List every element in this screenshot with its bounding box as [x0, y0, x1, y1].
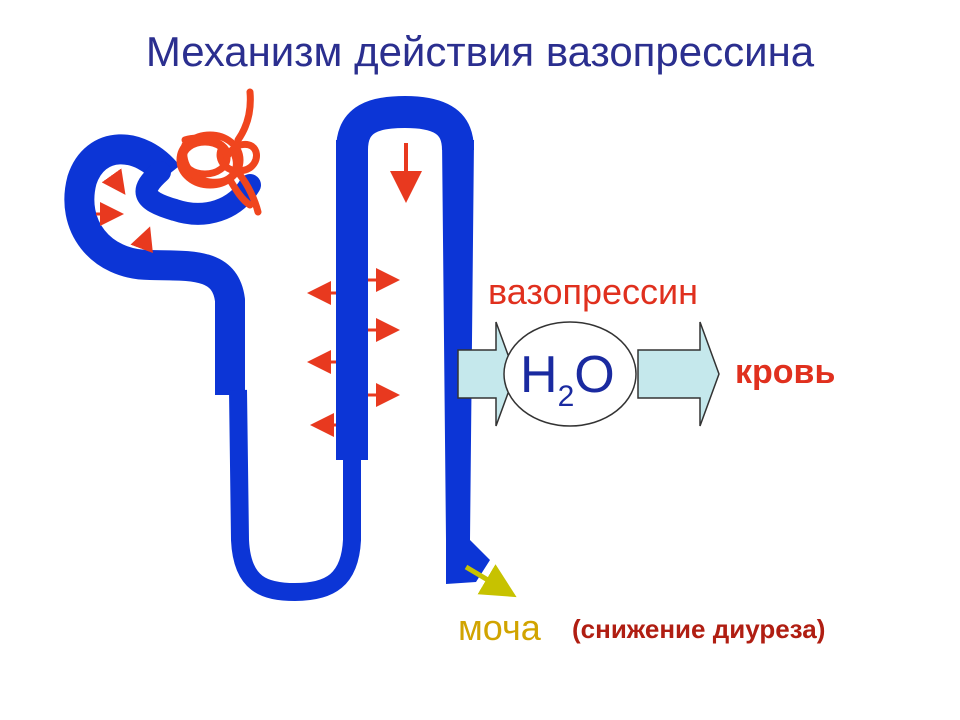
thick-ascending-limb [336, 140, 368, 460]
water-ellipse [503, 321, 637, 427]
hormone-label: вазопрессин [488, 271, 698, 312]
nephron-tubule [64, 95, 490, 601]
water-arrow-right [637, 321, 720, 427]
glomerulus [176, 88, 262, 216]
filtration-arrows [96, 168, 153, 254]
capsule-cup [135, 161, 261, 225]
ion-transport-arrows [307, 268, 400, 437]
loop-of-henle [229, 389, 361, 601]
water-arrow-left [457, 321, 516, 427]
distal-arch [336, 95, 474, 152]
urine-arrow [464, 564, 517, 598]
urine-note: (снижение диуреза) [572, 614, 825, 644]
page-title: Механизм действия вазопрессина [146, 28, 815, 75]
blood-label: кровь [735, 353, 835, 391]
water-transport: H2O [457, 321, 720, 427]
urine-label: моча [458, 607, 542, 648]
bowman-capsule [64, 134, 245, 395]
water-label: H2O [520, 346, 615, 413]
